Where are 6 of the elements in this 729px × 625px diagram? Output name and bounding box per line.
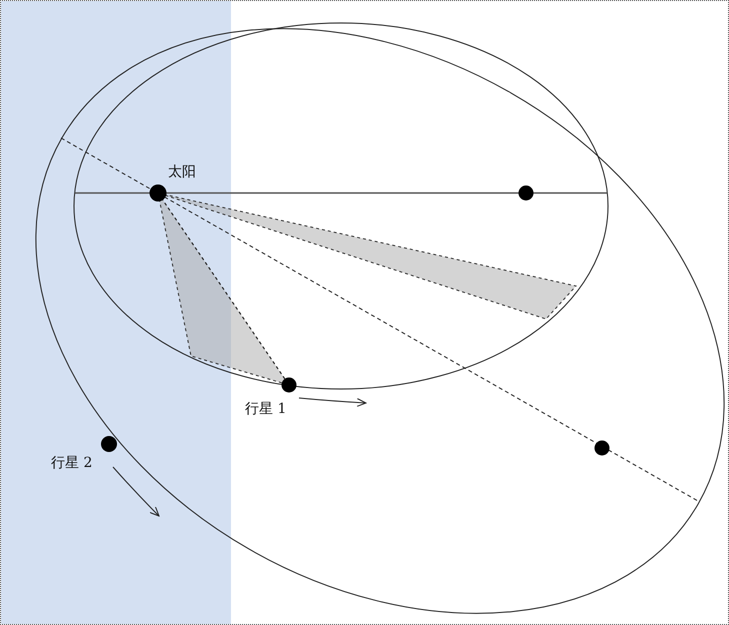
planet-label: 太阳 xyxy=(168,163,196,181)
planet-label: 行星 2 xyxy=(51,454,92,472)
planet-dot xyxy=(518,186,534,200)
planet-dot xyxy=(282,378,296,392)
planet-dot xyxy=(594,440,610,456)
planet-label: 行星 1 xyxy=(245,400,286,418)
